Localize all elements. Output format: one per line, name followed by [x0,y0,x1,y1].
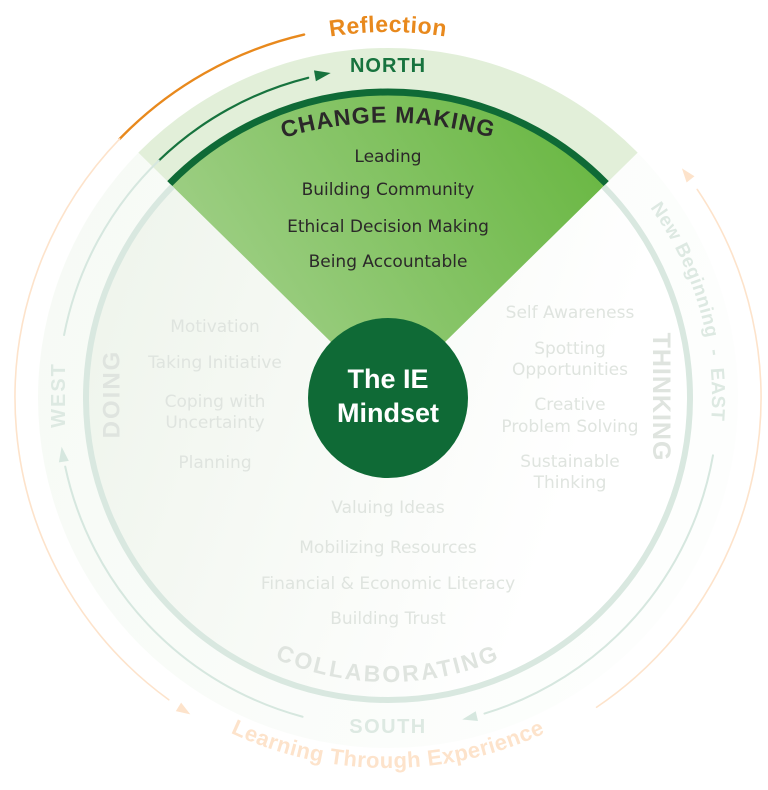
west-orange-arc [14,138,170,701]
north-item: Ethical Decision Making [287,217,489,237]
north-flow-arc [157,76,310,162]
new-beginning-arrowhead-icon [681,168,695,183]
south-label: SOUTH [349,716,427,738]
east-item: Opportunities [512,360,628,380]
reflection-label-text: Reflection [327,11,448,42]
south-item: Financial & Economic Literacy [261,574,515,594]
west-item: Motivation [170,317,260,337]
doing-title: DOING [99,350,126,439]
reflection-label: Reflection [327,11,449,42]
north-item: Building Community [302,180,475,200]
west-item: Coping with [165,392,266,412]
east-orange-arc [595,188,762,709]
west-item: Uncertainty [165,413,264,433]
center-title-line1: The IE [347,364,428,394]
east-item: Self Awareness [506,303,635,323]
east-flow-arc [483,454,714,715]
north-item: Leading [354,147,421,167]
east-item: Creative [534,395,605,415]
reflection-arc [118,33,306,141]
south-item: Building Trust [330,609,446,629]
west-label: WEST [48,362,70,428]
east-item: Problem Solving [501,417,638,437]
west-item: Planning [178,453,251,473]
south-item: Mobilizing Resources [299,538,477,558]
learning-arrowhead-icon [175,702,191,715]
south-flow-arrowhead-icon [462,711,478,722]
north-arc [167,88,609,186]
north-flow-arrowhead-icon [313,70,331,82]
center-title-line2: Mindset [337,398,439,428]
faded-ring [83,184,693,704]
center-circle [308,318,468,478]
north-item: Being Accountable [309,252,468,272]
west-upper-flow-arc [63,159,160,337]
east-item: Thinking [533,473,607,493]
north-label: NORTH [350,55,426,77]
east-item: Spotting [534,339,606,359]
west-flow-arrowhead-icon [58,446,69,463]
flow-arrows [14,33,762,722]
west-lower-flow-arc [64,465,304,718]
change-making-wedge [169,90,607,399]
thinking-title: THINKING [647,333,675,462]
east-item: Sustainable [520,452,619,472]
south-item: Valuing Ideas [331,498,445,518]
west-item: Taking Initiative [147,353,282,373]
